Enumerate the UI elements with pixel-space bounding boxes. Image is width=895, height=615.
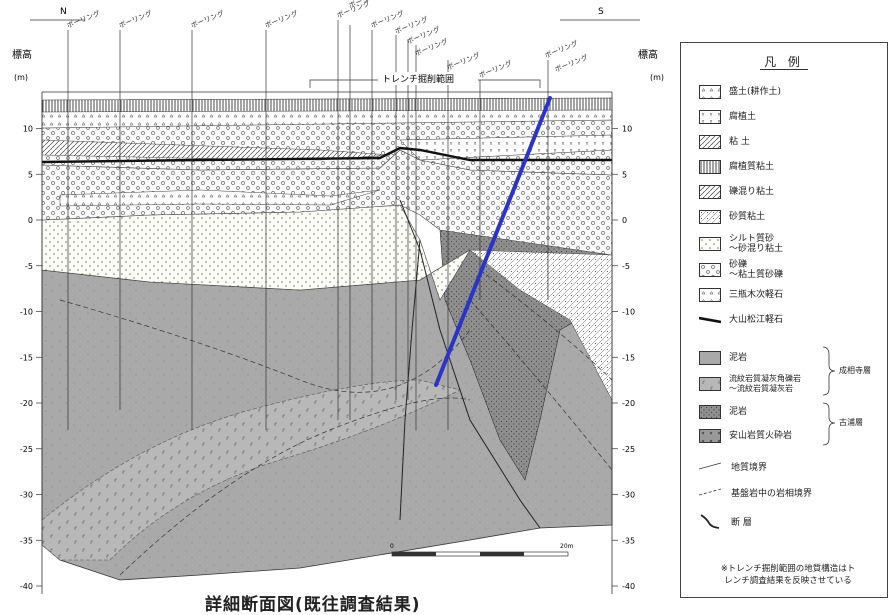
elevation-tick-label: -40 [622, 582, 635, 591]
legend-swatch [699, 85, 721, 99]
lithofacies-boundary-4 [469, 299, 613, 471]
pumice-layer [59, 189, 381, 207]
unit-label-right: (m) [650, 73, 664, 82]
elevation-axis-right: 10 5 0 -5 -10 -15 -20 -25 -30 -35 -40 [611, 92, 635, 594]
legend-swatch [699, 135, 721, 149]
legend-line-lithofacies-boundary: 基盤岩中の岩相境界 [699, 485, 812, 499]
elevation-tick-label: -30 [20, 491, 33, 500]
elevation-tick-label: 5 [28, 170, 33, 179]
legend-item-fill-soil: 盛土(耕作土) [699, 83, 781, 101]
elevation-label-left: 標高 [12, 48, 32, 61]
elevation-tick-label: 10 [23, 125, 33, 134]
lithofacies-boundary-3 [479, 269, 613, 381]
legend-item-sandy-clay: 砂質粘土 [699, 208, 765, 226]
boring-label: ボーリング [543, 38, 579, 59]
boring-label: ボーリング [477, 58, 513, 79]
group-label-koura: 古浦層 [839, 418, 863, 427]
geology-section-body [41, 97, 613, 581]
elevation-tick-label: 0 [622, 216, 627, 225]
legend-panel: 凡 例 盛土(耕作土) 腐植土 粘 土 腐植質粘土 礫混り粘土 砂質粘土 シルト… [680, 42, 888, 598]
boring-label: ボーリング [65, 8, 101, 29]
sandy-clay-wedge [469, 249, 613, 401]
south-label: S [598, 7, 604, 17]
figure-caption: 詳細断面図(既往調査結果) [205, 595, 421, 615]
legend-item-mudstone-2: 泥岩 [699, 403, 747, 421]
legend-swatch [699, 429, 721, 443]
legend-swatch [699, 185, 721, 199]
legend-swatch [699, 237, 721, 251]
elevation-label-right: 標高 [638, 48, 658, 61]
elevation-tick-label: -35 [20, 536, 33, 545]
legend-item-silty-sand: シルト質砂 〜砂混り粘土 [699, 233, 783, 255]
elevation-tick-label: -10 [622, 308, 635, 317]
boring-label: ボーリング [445, 50, 481, 71]
legend-swatch [699, 351, 721, 365]
boring-label: ボーリング [117, 8, 153, 29]
elevation-tick-label: -10 [20, 308, 33, 317]
group-label-joshoji: 成相寺層 [839, 366, 871, 375]
fault-line-main [399, 199, 541, 529]
north-label: N [60, 7, 67, 17]
elevation-tick-label: 10 [622, 125, 632, 134]
elevation-tick-label: -35 [622, 536, 635, 545]
legend-line-geologic-boundary: 地質境界 [699, 459, 767, 473]
legend-title: 凡 例 [681, 53, 887, 70]
lithofacies-boundary-2 [119, 397, 471, 576]
legend-item-rhyolitic-tuff-breccia: 流紋岩質凝灰角礫岩 〜流紋岩質凝灰岩 [699, 373, 801, 395]
legend-item-humus: 腐植土 [699, 108, 756, 126]
elevation-tick-label: -20 [622, 399, 635, 408]
legend-item-humic-clay: 腐植質粘土 [699, 158, 774, 176]
trench-extent: トレンチ掘削範囲 [309, 72, 541, 88]
scale-bar: 0 20m [390, 543, 574, 557]
boring-labels: ボーリング ボーリング ボーリング ボーリング ボーリング ボーリング ボーリン… [65, 0, 589, 80]
highlighted-fault-trace-line [434, 96, 552, 387]
legend-swatch [699, 210, 721, 224]
unit-label-left: (m) [14, 73, 28, 82]
elevation-tick-label: -20 [20, 399, 33, 408]
elevation-tick-label: -40 [20, 582, 33, 591]
boring-label: ボーリング [189, 8, 225, 29]
daisen-matsue-pumice-line [41, 146, 612, 164]
elevation-tick-label: -30 [622, 491, 635, 500]
legend-item-andesitic-pyroclastic: 安山岩質火砕岩 [699, 427, 792, 445]
elevation-tick-label: 5 [622, 170, 627, 179]
legend-swatch [699, 160, 721, 174]
formation-braces [822, 346, 836, 446]
legend-item-sanbe-kisuki-pumice: 三瓶木次軽石 [699, 286, 783, 304]
elevation-tick-label: -5 [25, 262, 33, 271]
elevation-tick-label: -15 [20, 353, 33, 362]
boreholes [67, 20, 549, 430]
legend-swatch [699, 288, 721, 302]
legend-line-swatch [700, 514, 720, 529]
legend-swatch [699, 263, 721, 277]
legend-swatch [698, 313, 722, 327]
legend-item-gravel: 砂礫 〜粘土質砂礫 [699, 259, 783, 281]
legend-item-clay: 粘 土 [699, 133, 750, 151]
legend-swatch [699, 110, 721, 124]
elevation-tick-label: -25 [622, 445, 635, 454]
trench-label: トレンチ掘削範囲 [382, 73, 454, 85]
boring-label: ボーリング [553, 52, 589, 73]
elevation-tick-label: -15 [622, 353, 635, 362]
legend-item-daisen-matsue-pumice: 大山松江軽石 [698, 311, 783, 329]
legend-item-gravelly-clay: 礫混り粘土 [699, 183, 774, 201]
boring-label: ボーリング [263, 8, 299, 29]
legend-note: ※トレンチ掘削範囲の地質構造はト レンチ調査結果を反映させている [720, 564, 856, 586]
legend-line-swatch [699, 488, 721, 496]
legend-swatch [699, 405, 721, 419]
elevation-axis-left: 10 5 0 -5 -10 -15 -20 -25 -30 -35 -40 [20, 92, 43, 594]
legend-swatch [699, 377, 721, 391]
scale-end-label: 20m [560, 543, 574, 550]
elevation-tick-label: -25 [20, 445, 33, 454]
elevation-tick-label: -5 [622, 262, 630, 271]
scale-start-label: 0 [390, 543, 394, 550]
elevation-tick-label: 0 [28, 216, 33, 225]
legend-item-mudstone: 泥岩 [699, 349, 747, 367]
legend-line-swatch [699, 462, 721, 470]
legend-line-fault: 断 層 [699, 513, 752, 529]
lithofacies-boundary-1 [59, 299, 471, 393]
